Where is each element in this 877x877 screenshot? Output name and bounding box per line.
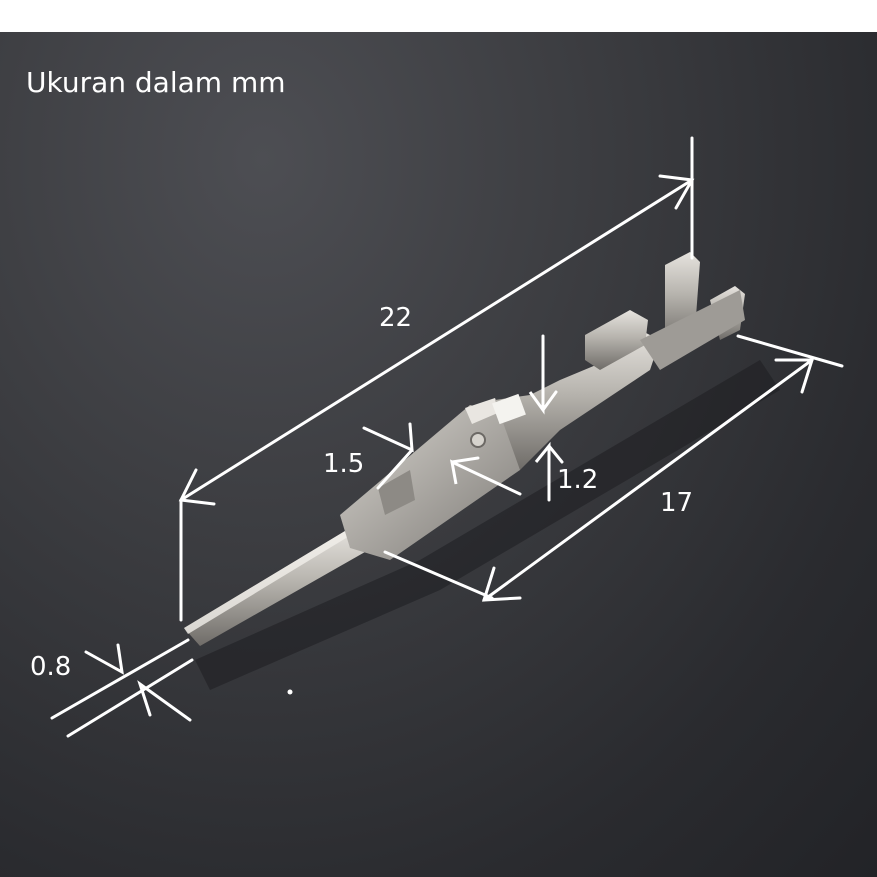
dim-22-line <box>179 178 694 502</box>
dimension-label-1-5: 1.5 <box>323 449 365 479</box>
dimension-label-1-2: 1.2 <box>557 465 599 495</box>
speck <box>287 689 293 695</box>
dim-12-arrow-bottom <box>534 441 564 502</box>
dim-08-ext-2 <box>66 658 194 738</box>
dim-17-ext-right <box>736 334 844 368</box>
pin-shaft <box>184 528 372 646</box>
dim-08-ext-1 <box>50 638 190 720</box>
dim-22-arrow-left <box>178 468 216 506</box>
dim-15-arrow-bottom <box>450 456 522 496</box>
caption-text: Ukuran dalam mm <box>26 66 286 99</box>
dim-17-line <box>482 358 814 602</box>
dim-15-link <box>376 448 414 490</box>
dim-17-arrow-right <box>774 358 815 394</box>
dimension-label-17: 17 <box>660 488 694 518</box>
dim-17-arrow-left <box>481 566 522 602</box>
dim-15-arrow-top <box>362 422 414 453</box>
dim-22-arrow-right <box>658 174 695 210</box>
dimension-label-0-8: 0.8 <box>30 652 72 682</box>
dimension-lines <box>50 136 844 738</box>
dim-17-ext-left <box>383 550 494 600</box>
dim-12-arrow-top <box>528 334 558 415</box>
dim-08-arrow-2 <box>137 680 192 722</box>
pin-crimp-wing-1 <box>585 310 648 370</box>
dim-08-arrow-1 <box>84 643 124 675</box>
pin-body-middle <box>495 330 660 470</box>
pin-shadow <box>195 360 780 690</box>
dimension-label-22: 22 <box>379 303 413 333</box>
